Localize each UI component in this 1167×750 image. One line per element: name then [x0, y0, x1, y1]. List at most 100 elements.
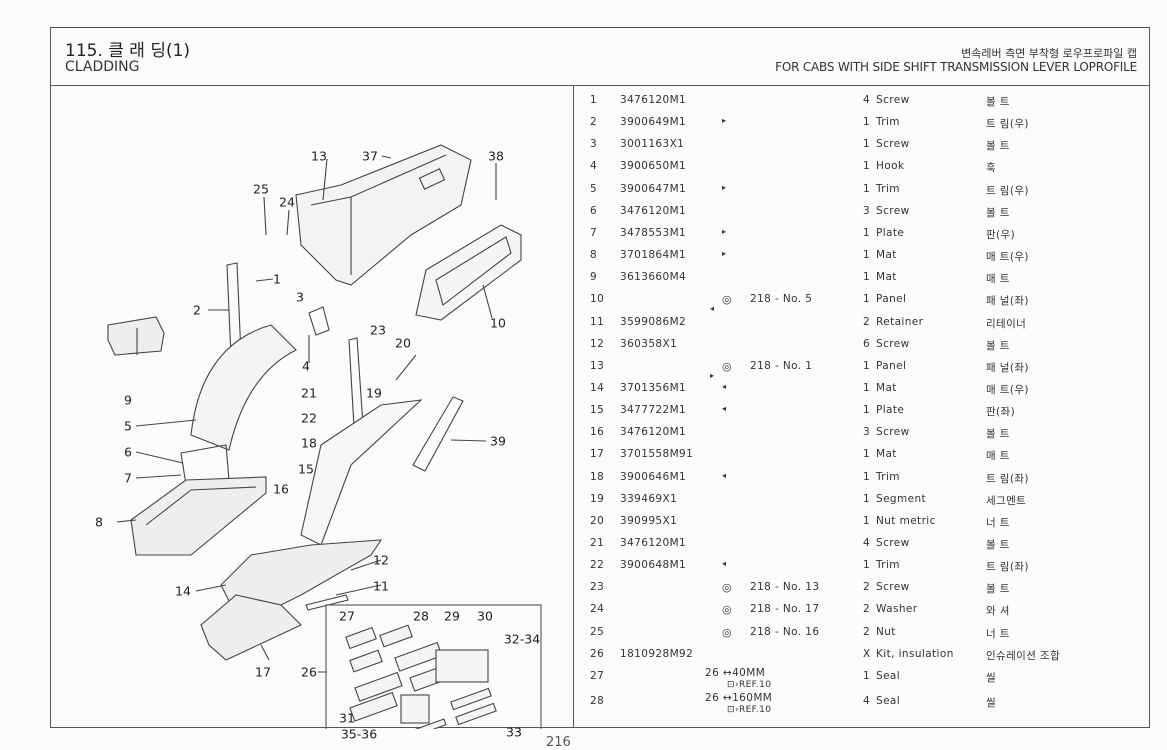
part-number: 3701864M1	[620, 249, 687, 262]
callout: 29	[444, 608, 460, 624]
part-number-index: 27	[590, 669, 605, 682]
part-number-index: 8	[590, 249, 598, 262]
quantity: 6	[863, 337, 871, 350]
part-number-index: 12	[590, 337, 605, 350]
ref-marker: ◎	[722, 603, 732, 617]
quantity: 1	[863, 470, 871, 483]
callout: 33	[506, 724, 522, 740]
description-korean: 볼 트	[986, 428, 1010, 441]
quantity: 1	[863, 182, 871, 195]
part-number: 3900648M1	[620, 559, 687, 572]
callout: 37	[362, 148, 378, 164]
quantity: 1	[863, 514, 871, 527]
callout: 19	[366, 385, 382, 401]
part-number: 3001163X1	[620, 138, 685, 151]
part-number-index: 14	[590, 381, 605, 394]
quantity: 4	[863, 695, 871, 708]
part-number: 3476120M1	[620, 426, 687, 439]
callout: 20	[395, 335, 411, 351]
part-number-index: 22	[590, 559, 605, 572]
description: Plate	[876, 404, 905, 417]
kit-reference: 26 ↔40MM	[705, 666, 766, 679]
callout: 10	[490, 315, 506, 331]
quantity: 2	[863, 315, 871, 328]
description: Seal	[876, 695, 901, 708]
page-number: 216	[546, 735, 571, 750]
description: Panel	[876, 293, 907, 306]
description-korean: 볼 트	[986, 539, 1010, 551]
callout: 7	[124, 470, 132, 486]
ref-marker: ◎	[722, 293, 732, 307]
quantity: 1	[863, 559, 871, 572]
callout: 14	[175, 583, 191, 599]
reference: 218 - No. 17	[750, 603, 820, 616]
ref-marker: ◂	[722, 404, 727, 414]
callout: 11	[373, 578, 389, 594]
description: Mat	[876, 381, 897, 394]
part-number-index: 15	[590, 404, 605, 417]
ref-marker: ◎	[722, 581, 732, 595]
callout: 6	[124, 444, 132, 460]
ref-marker: ◂	[722, 470, 727, 480]
description-korean: 리테이너	[986, 317, 1027, 330]
callout: 23	[370, 322, 386, 338]
description: Screw	[876, 204, 910, 217]
part-number: 3613660M4	[620, 271, 687, 284]
subtitle-english: FOR CABS WITH SIDE SHIFT TRANSMISSION LE…	[775, 60, 1137, 74]
reference: 218 - No. 1	[750, 359, 813, 372]
callout: 4	[302, 358, 310, 374]
description: Mat	[876, 249, 897, 262]
callout: 2	[193, 302, 201, 318]
quantity: 1	[863, 271, 871, 284]
quantity: 1	[863, 448, 871, 461]
callout: 17	[255, 664, 271, 680]
part-number: 3701356M1	[620, 381, 687, 394]
description: Screw	[876, 138, 910, 151]
reference: 218 - No. 5	[750, 293, 813, 306]
quantity: 2	[863, 625, 871, 638]
ref-marker: ▸	[722, 249, 727, 259]
description: Segment	[876, 492, 927, 505]
quantity: 2	[863, 603, 871, 616]
description: Hook	[876, 160, 905, 173]
quantity: 1	[863, 359, 871, 372]
part-number: 3476120M1	[620, 537, 687, 549]
part-number: 390995X1	[620, 514, 678, 527]
description-korean: 씰	[986, 671, 997, 684]
callout: 12	[373, 552, 389, 568]
ref-marker: ▸	[722, 116, 727, 126]
column-divider	[573, 85, 574, 727]
description-korean: 볼 트	[986, 583, 1010, 596]
callout: 35-36	[340, 726, 378, 742]
callout: 32-34	[503, 631, 541, 647]
ref-sub-marker: ◂	[710, 304, 715, 314]
part-number: 3900650M1	[620, 160, 687, 173]
description-korean: 너 트	[986, 627, 1010, 640]
quantity: X	[863, 647, 871, 660]
description: Screw	[876, 426, 910, 439]
description: Nut metric	[876, 514, 936, 527]
callout: 28	[413, 608, 429, 624]
part-number-index: 21	[590, 537, 605, 549]
part-number-index: 2	[590, 116, 598, 129]
quantity: 1	[863, 492, 871, 505]
ref-marker: ◎	[722, 625, 732, 639]
description-korean: 트 림(우)	[986, 184, 1029, 197]
description-korean: 씰	[986, 697, 997, 710]
description: Panel	[876, 359, 907, 372]
part-number-index: 5	[590, 182, 598, 195]
